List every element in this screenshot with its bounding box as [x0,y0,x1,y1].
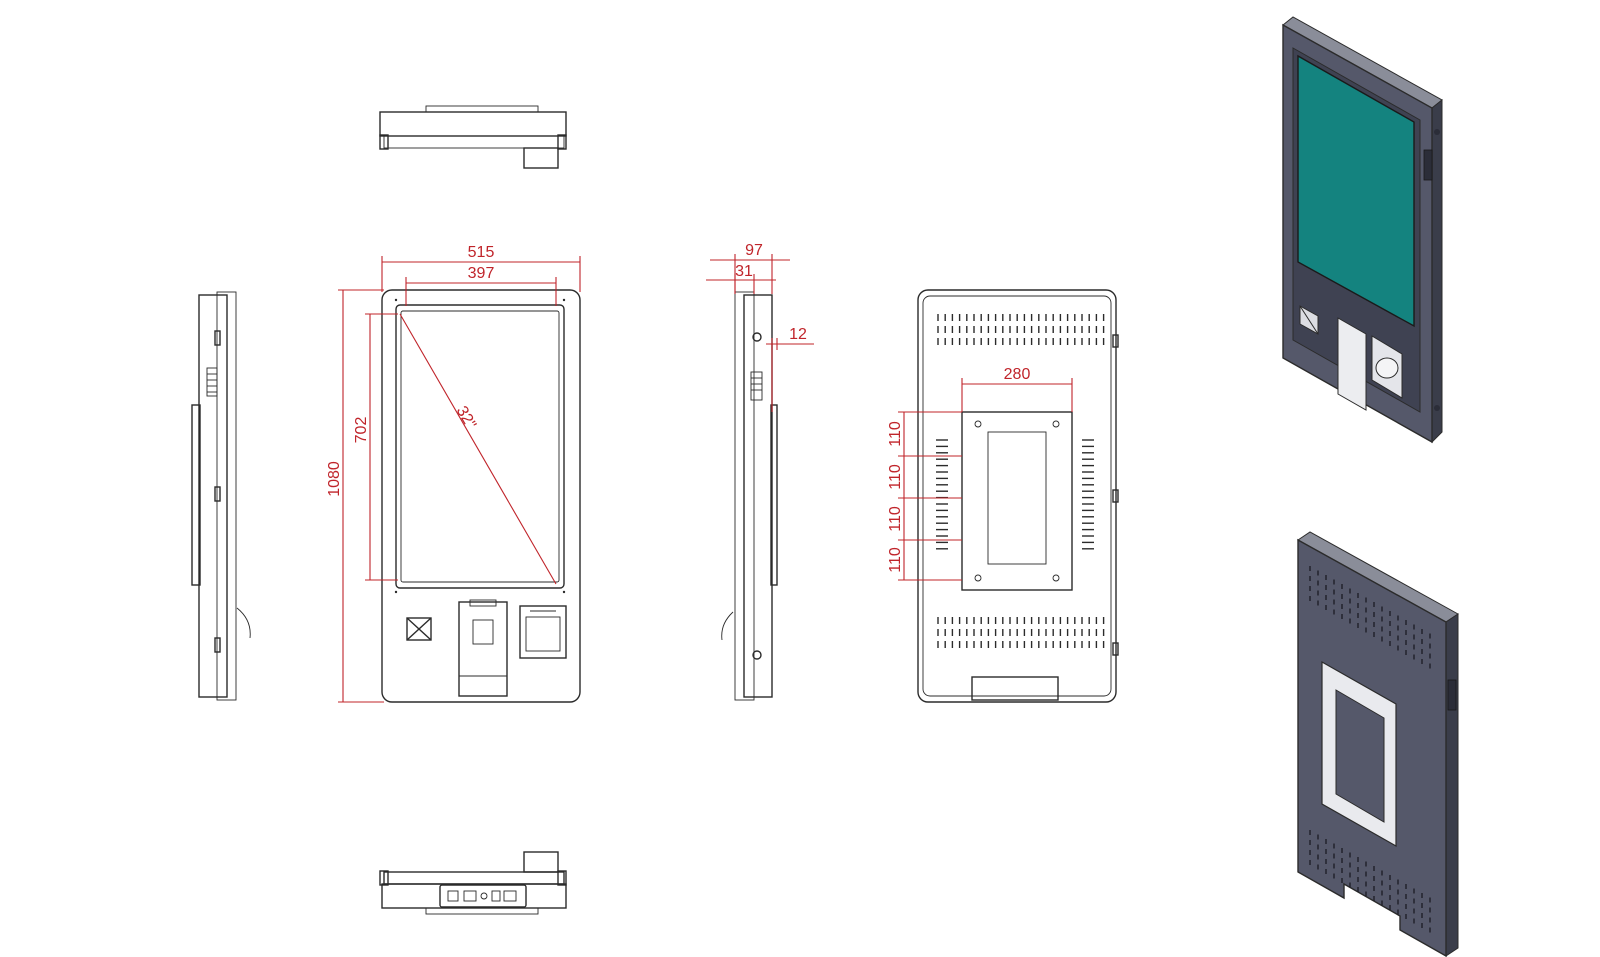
back-vents-top [937,314,1105,345]
back-view [917,289,1119,703]
io-port-panel [439,884,527,908]
dim-vesa-spacing-2: 110 [887,464,904,490]
bottom-view [379,851,567,915]
back-vents-left [936,439,948,550]
back-dimensions: 280 110 110 110 110 [887,366,1073,581]
receipt-printer-icon [519,605,567,659]
dim-width-screen: 397 [468,265,495,282]
isometric-front-view [1282,16,1443,444]
top-view [379,105,567,169]
right-side-view [721,291,778,701]
dim-depth-front: 31 [735,263,753,280]
dim-depth-total: 97 [745,242,763,259]
dim-vesa-spacing-3: 110 [887,506,904,532]
front-dimensions: 515 397 1080 702 32" [326,244,581,703]
dim-offset: 12 [789,326,807,343]
dim-vesa-spacing-4: 110 [887,547,904,573]
dim-diagonal: 32" [453,403,479,432]
card-reader-icon [458,599,508,697]
dim-height-screen: 702 [353,417,370,444]
qr-scanner-icon [406,617,432,641]
speaker-grille-right [750,371,763,401]
dim-height-total: 1080 [326,461,343,497]
isometric-vents [1309,566,1431,933]
dim-vesa-spacing-1: 110 [887,421,904,447]
dim-vesa-width: 280 [1004,366,1031,383]
kiosk-screen [1297,54,1415,328]
speaker-grille [206,367,218,397]
side-dimensions: 97 31 12 [706,242,814,412]
isometric-back-view [1297,531,1459,957]
back-vents-bottom [937,617,1105,648]
vesa-mount-plate [961,411,1073,591]
back-vents-right [1082,439,1094,550]
dim-width-outer: 515 [468,244,495,261]
front-view [381,289,581,703]
left-side-view [191,291,251,701]
